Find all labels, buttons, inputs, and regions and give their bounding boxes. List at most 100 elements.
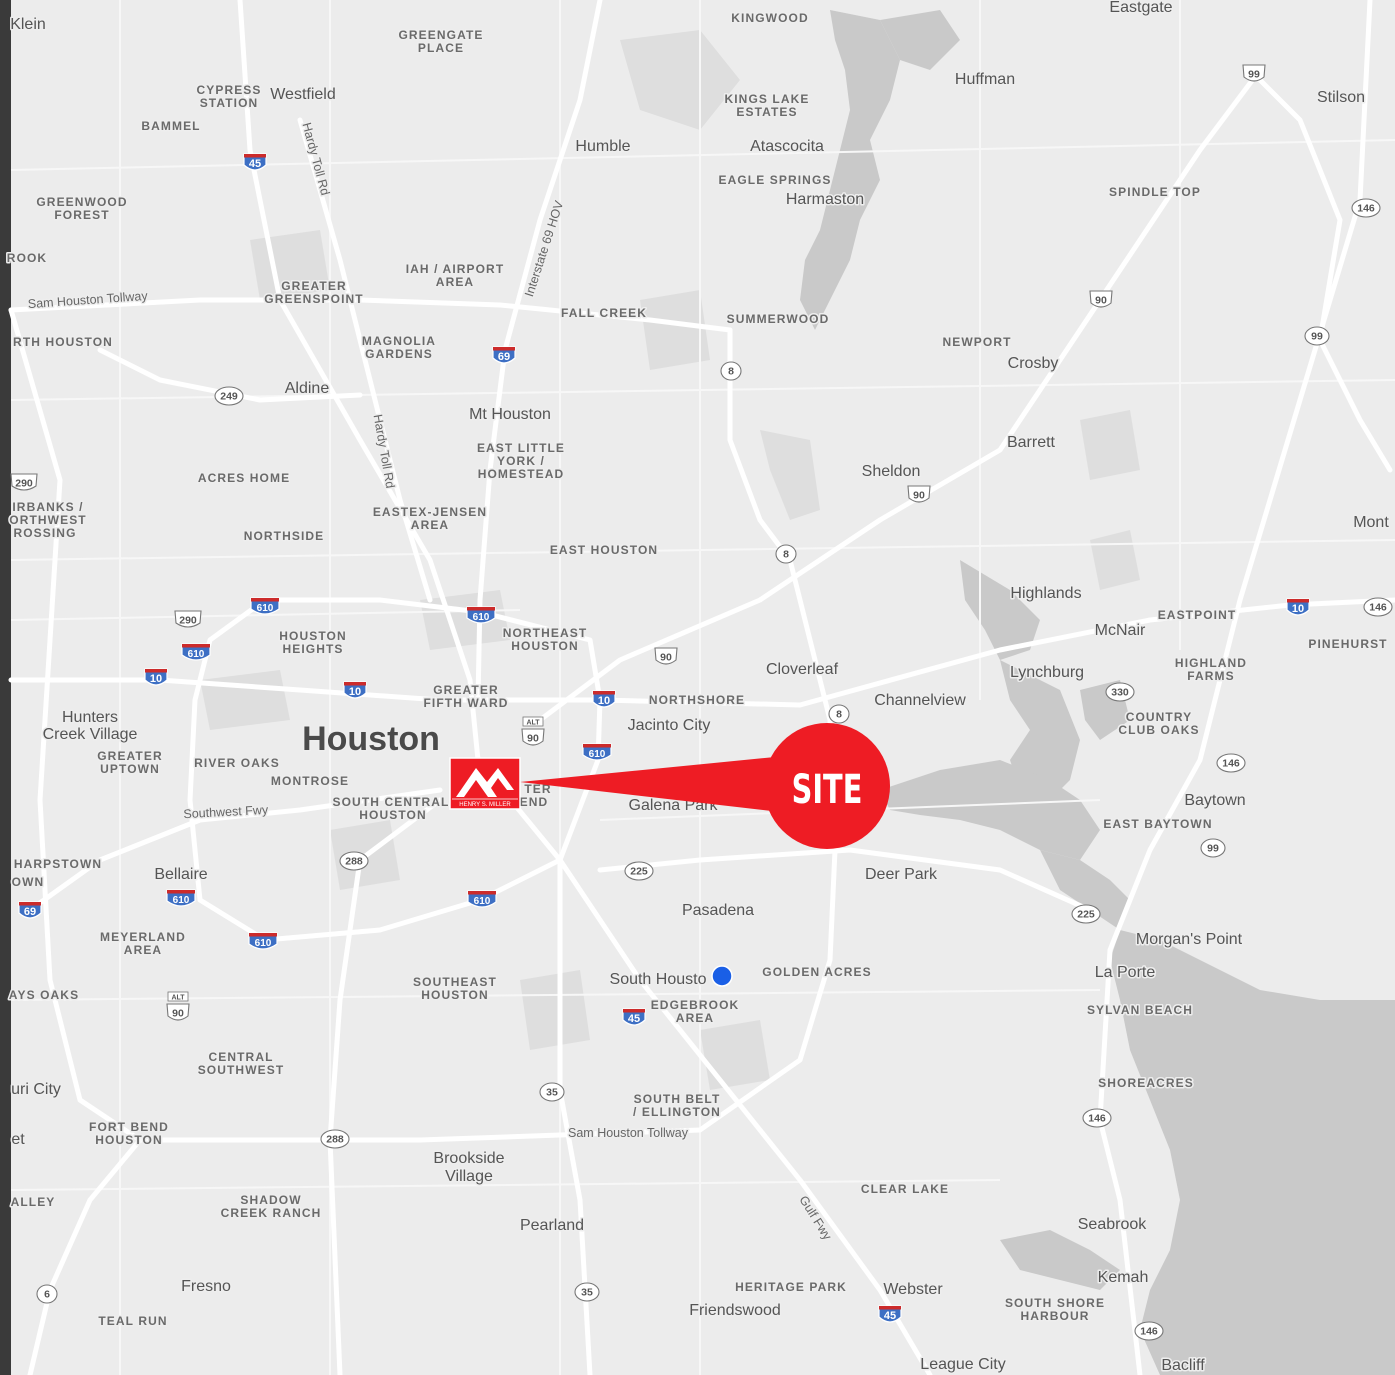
shield-number: 290 (15, 478, 33, 490)
city-label-bacliff: Bacliff (1161, 1357, 1205, 1374)
state-shield-288-icon: 288 (320, 1129, 350, 1149)
state-shield-249-icon: 249 (214, 386, 244, 406)
state-shield-35-icon: 35 (574, 1282, 600, 1302)
neighborhood-label-highland-farms-2: FARMS (1187, 669, 1235, 683)
city-label-kemah: Kemah (1098, 1269, 1149, 1286)
neighborhood-label-fifth-ward-2: FIFTH WARD (424, 696, 509, 710)
shield-number: 35 (546, 1087, 558, 1099)
state-shield-146-icon: 146 (1351, 198, 1381, 218)
shield-number: 146 (1140, 1326, 1158, 1338)
neighborhood-label-houston-heights-2: HEIGHTS (282, 642, 343, 656)
interstate-shield-45-icon: 45 (243, 153, 267, 171)
city-label-deer-park: Deer Park (865, 866, 938, 883)
neighborhood-label-kingwood: KINGWOOD (731, 11, 808, 25)
neighborhood-label-country-club-2: CLUB OAKS (1118, 723, 1199, 737)
shield-number: 45 (249, 158, 261, 170)
interstate-shield-10-icon: 10 (144, 668, 168, 686)
neighborhood-label-south-shore-1: SOUTH SHORE (1005, 1296, 1105, 1310)
shield-number: 146 (1222, 758, 1240, 770)
main-city-houston: Houston (302, 720, 440, 758)
highway-shields: 4569991469099824929090861061029061010101… (10, 64, 1393, 1341)
neighborhood-label-southeast-2: HOUSTON (421, 988, 488, 1002)
neighborhood-label-heritage-park: HERITAGE PARK (735, 1280, 847, 1294)
city-label-channelview: Channelview (874, 692, 966, 709)
neighborhood-label-east-little-1: EAST LITTLE (477, 441, 565, 455)
neighborhood-label-south-belt-2: / ELLINGTON (633, 1105, 721, 1119)
city-label-eastgate: Eastgate (1109, 0, 1172, 16)
city-label-friendswood: Friendswood (689, 1302, 781, 1319)
shield-number: 90 (660, 652, 672, 664)
neighborhood-label-greenwood-1: GREENWOOD (36, 195, 127, 209)
neighborhood-label-greengate-1: GREENGATE (398, 28, 483, 42)
city-label-league-city: League City (920, 1356, 1005, 1373)
shield-number: 146 (1357, 203, 1375, 215)
city-label-cloverleaf: Cloverleaf (766, 661, 839, 678)
current-location-dot[interactable] (711, 965, 733, 987)
site-logo-marker[interactable]: HENRY S. MILLER (449, 757, 521, 810)
neighborhood-label-east-little-3: HOMESTEAD (478, 467, 565, 481)
neighborhood-label-magnolia-2: GARDENS (365, 347, 433, 361)
city-label-crosby: Crosby (1008, 355, 1059, 372)
neighborhood-label-highland-farms-1: HIGHLAND (1175, 656, 1247, 670)
city-label-huffman: Huffman (955, 71, 1015, 88)
state-shield-225-icon: 225 (1071, 904, 1101, 924)
city-label-hunters-creek-1: Hunters (62, 709, 118, 726)
city-label-brookside-2: Village (445, 1168, 493, 1185)
city-label-hunters-creek-2: Creek Village (43, 726, 138, 743)
city-label-mt-houston: Mt Houston (469, 406, 551, 423)
interstate-shield-10-icon: 10 (343, 681, 367, 699)
city-label-mcnair: McNair (1095, 622, 1146, 639)
city-label-morgans-point: Morgan's Point (1136, 931, 1243, 948)
city-label-humble: Humble (575, 138, 630, 155)
state-shield-146-icon: 146 (1134, 1321, 1164, 1341)
site-callout-label: SITE (792, 767, 863, 813)
shield-number: 225 (630, 866, 648, 878)
neighborhood-label-iah-2: AREA (436, 275, 474, 289)
neighborhood-label-cypress-1: CYPRESS (196, 83, 261, 97)
city-label-westfield: Westfield (270, 86, 336, 103)
neighborhood-label-eastpoint: EASTPOINT (1158, 608, 1237, 622)
neighborhood-label-fort-bend-1: FORT BEND (89, 1120, 169, 1134)
state-shield-8-icon: 8 (775, 544, 797, 564)
neighborhood-label-teal-run: TEAL RUN (98, 1314, 167, 1328)
state-shield-6-icon: 6 (36, 1284, 58, 1304)
neighborhood-label-northshore: NORTHSHORE (649, 693, 745, 707)
city-label-pasadena: Pasadena (682, 902, 754, 919)
neighborhood-label-fort-bend-2: HOUSTON (95, 1133, 162, 1147)
shield-number: 288 (345, 856, 363, 868)
city-label-bellaire: Bellaire (154, 866, 207, 883)
neighborhood-label-acres-home: ACRES HOME (198, 471, 290, 485)
clear-lake-water (1000, 1230, 1120, 1290)
neighborhood-label-country-club-1: COUNTRY (1126, 710, 1193, 724)
site-callout[interactable]: SITE (520, 723, 890, 849)
shield-number: 90 (172, 1008, 184, 1020)
shield-number: 288 (326, 1134, 344, 1146)
left-frame-border (0, 0, 11, 1375)
us-shield-90-icon: 90 (654, 647, 678, 665)
city-label-highlands: Highlands (1010, 585, 1081, 602)
city-label-barrett: Barrett (1007, 434, 1056, 451)
neighborhood-label-summerwood: SUMMERWOOD (727, 312, 830, 326)
neighborhood-label-kings-lake-1: KINGS LAKE (724, 92, 809, 106)
state-shield-146-icon: 146 (1082, 1108, 1112, 1128)
alt-tag: ALT (171, 995, 185, 1002)
neighborhood-label-magnolia-1: MAGNOLIA (362, 334, 436, 348)
neighborhood-label-shoreacres: SHOREACRES (1098, 1076, 1194, 1090)
neighborhood-label-greenwood-2: FOREST (54, 208, 109, 222)
interstate-shield-610-icon: 610 (467, 890, 497, 908)
state-shield-35-icon: 35 (539, 1082, 565, 1102)
neighborhood-label-greenspoint-2: GREENSPOINT (264, 292, 363, 306)
neighborhood-label-greenspoint-1: GREATER (281, 279, 346, 293)
shield-number: 8 (836, 709, 842, 721)
neighborhood-label-golden-acres: GOLDEN ACRES (762, 965, 871, 979)
neighborhood-label-south-central-1: SOUTH CENTRAL (333, 795, 450, 809)
shield-number: 69 (24, 906, 36, 918)
neighborhood-label-east-baytown: EAST BAYTOWN (1103, 817, 1212, 831)
neighborhood-label-shadow-creek-2: CREEK RANCH (221, 1206, 322, 1220)
neighborhood-label-fairbanks-3: ROSSING (13, 526, 76, 540)
ship-channel (880, 760, 1100, 860)
state-shield-8-icon: 8 (720, 361, 742, 381)
neighborhood-label-central-sw-2: SOUTHWEST (198, 1063, 285, 1077)
